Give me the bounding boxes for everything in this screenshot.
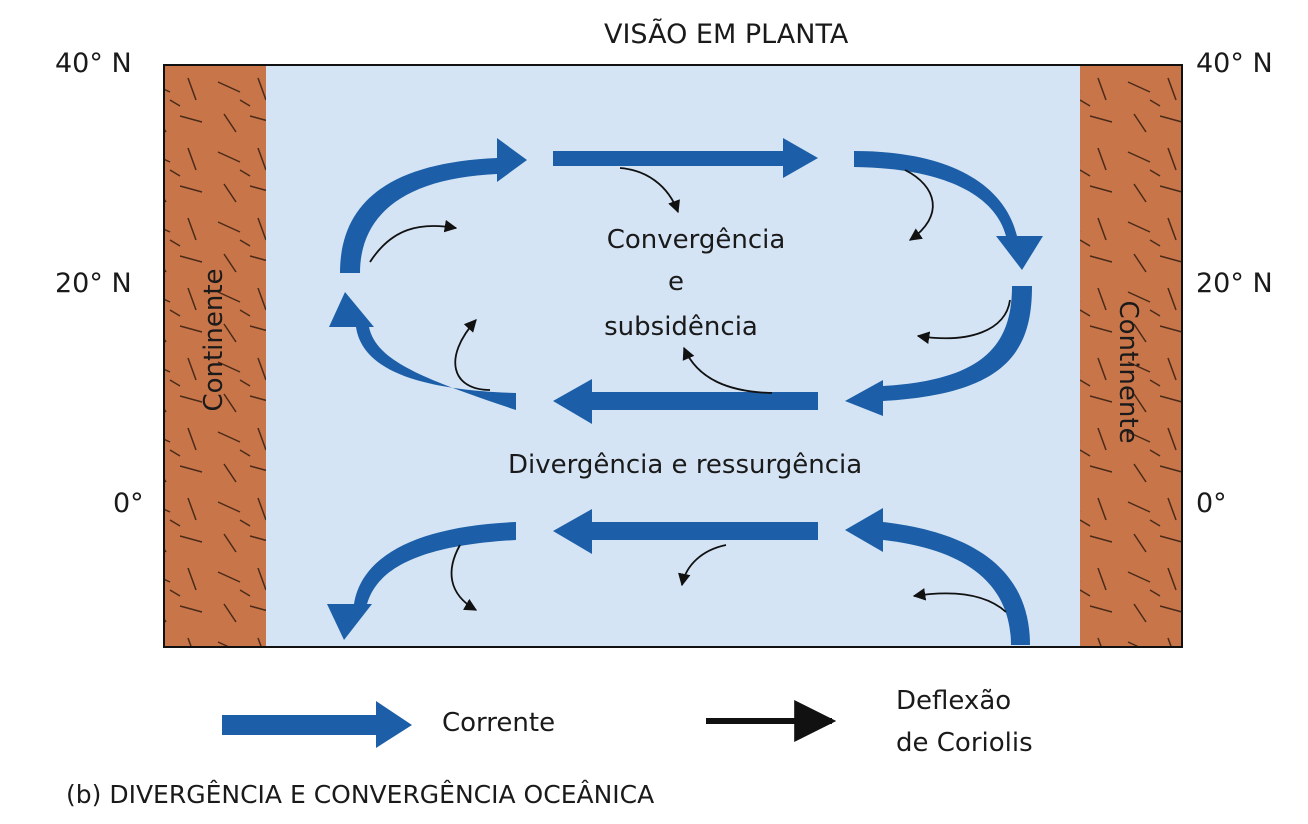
coriolis-arrow	[912, 588, 1007, 613]
continent-label-right: Continente	[1113, 300, 1143, 444]
coriolis-arrow	[450, 544, 478, 611]
current-arrow-middle-west	[553, 379, 818, 424]
current-arrow-middle-right-curve	[845, 286, 1032, 416]
coriolis-arrow	[369, 219, 458, 263]
coriolis-arrow	[619, 167, 680, 214]
current-arrow-top-east	[553, 138, 818, 178]
current-arrow-top-right-curve	[854, 151, 1043, 270]
current-arrow-top-left-curve	[340, 138, 527, 273]
current-arrow-bottom-west	[553, 509, 818, 554]
divergence-label: Divergência e ressurgência	[508, 450, 863, 480]
legend-current-arrow	[222, 701, 412, 748]
coriolis-arrow	[916, 299, 1011, 344]
latitude-0-left: 0°	[113, 488, 144, 519]
latitude-40n-right: 40° N	[1196, 48, 1273, 79]
continent-label-left: Continente	[199, 268, 229, 412]
latitude-20n-left: 20° N	[55, 268, 132, 299]
coriolis-arrow	[904, 169, 934, 241]
legend-coriolis-label-2: de Coriolis	[896, 728, 1033, 758]
continent-right	[1080, 65, 1182, 647]
map-frame	[163, 64, 1183, 648]
diagram-title: VISÃO EM PLANTA	[604, 19, 849, 50]
coriolis-arrow	[678, 544, 727, 587]
convergence-line-2: e	[668, 267, 684, 297]
current-arrow-middle-left-curve	[329, 292, 516, 410]
current-arrow-bottom-left-curve	[327, 522, 516, 640]
coriolis-arrow	[454, 319, 491, 391]
coriolis-arrows	[369, 167, 1011, 613]
figure-caption: (b) DIVERGÊNCIA E CONVERGÊNCIA OCEÂNICA	[66, 780, 655, 809]
legend-current-label: Corrente	[442, 708, 556, 738]
continent-left	[164, 65, 266, 647]
latitude-40n-left: 40° N	[55, 48, 132, 79]
legend-coriolis-label-1: Deflexão	[896, 686, 1012, 716]
latitude-20n-right: 20° N	[1196, 268, 1273, 299]
latitude-0-right: 0°	[1196, 488, 1227, 519]
coriolis-arrow	[682, 346, 773, 394]
current-arrow-bottom-right-curve	[845, 508, 1030, 645]
current-arrows	[327, 138, 1043, 645]
convergence-line-1: Convergência	[606, 225, 786, 255]
convergence-line-3: subsidência	[604, 312, 758, 342]
